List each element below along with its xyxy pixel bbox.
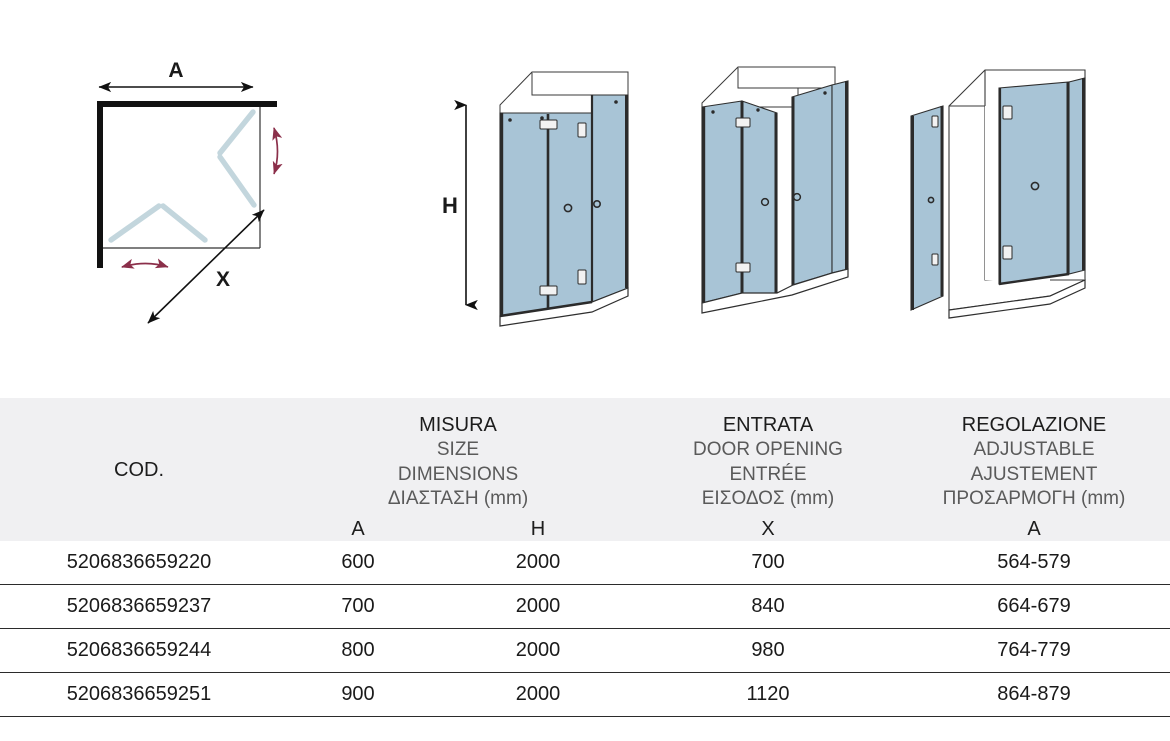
header-size-line-3: DIMENSIONS xyxy=(397,463,519,485)
plan-walls xyxy=(97,101,277,268)
table-header: COD. MISURA SIZE DIMENSIONS ΔΙΑΣΤΑΣΗ (mm… xyxy=(0,398,1170,542)
cell-h: 2000 xyxy=(438,541,638,586)
plan-swing-arrow-vertical xyxy=(272,127,283,175)
technical-drawings-area: A xyxy=(97,59,1086,327)
header-symbol-h: H xyxy=(438,518,638,542)
cell-a: 800 xyxy=(278,628,438,674)
header-adjust-line-4: ΠΡΟΣΑΡΜΟΓΗ (mm) xyxy=(942,488,1126,510)
shower-tray xyxy=(701,268,849,314)
table-row: 5206836659244 800 2000 980 764-779 xyxy=(0,628,1170,674)
door-hinge-hardware xyxy=(735,117,751,273)
table-body: 5206836659220 600 2000 700 564-579 52068… xyxy=(0,541,1170,718)
enclosure-doors-partially-folded-diagram xyxy=(701,66,849,314)
cell-a: 600 xyxy=(278,541,438,586)
glass-fixing-points xyxy=(711,91,827,114)
door-handle-knobs xyxy=(927,181,1040,204)
fixed-side-panel-left xyxy=(701,100,743,304)
plan-depth-dimension xyxy=(147,209,265,324)
header-entry-group: ENTRATA DOOR OPENING ENTRÉE ΕΙΣΟΔΟΣ (mm) xyxy=(638,398,898,519)
header-size-group: MISURA SIZE DIMENSIONS ΔΙΑΣΤΑΣΗ (mm) xyxy=(278,398,638,519)
header-symbol-a: A xyxy=(278,518,438,542)
cell-reg: 564-579 xyxy=(898,541,1170,586)
cell-x: 700 xyxy=(638,541,898,586)
cell-a: 900 xyxy=(278,672,438,718)
door-frame-posts xyxy=(911,78,1085,310)
cell-a: 700 xyxy=(278,584,438,630)
header-adjust-group: REGOLAZIONE ADJUSTABLE AJUSTEMENT ΠΡΟΣΑΡ… xyxy=(898,398,1170,519)
header-cod-label: COD. xyxy=(114,458,164,481)
cell-h: 2000 xyxy=(438,584,638,630)
header-size-line-4: ΔΙΑΣΤΑΣΗ (mm) xyxy=(387,488,529,510)
door-hinge-hardware xyxy=(931,105,1013,266)
folded-open-leaf-left xyxy=(910,105,944,311)
cell-h: 2000 xyxy=(438,672,638,718)
height-label: H xyxy=(442,193,458,218)
glass-fixing-points xyxy=(508,100,618,122)
header-adjust-line-2: ADJUSTABLE xyxy=(973,439,1095,460)
header-entry-line-2: DOOR OPENING xyxy=(693,439,843,460)
plan-folding-door-bottom xyxy=(108,203,208,243)
door-frame-posts xyxy=(499,95,628,316)
enclosure-doors-closed-diagram: H xyxy=(442,71,629,327)
header-entry-line-1: ENTRATA xyxy=(722,414,814,436)
table-row: 5206836659237 700 2000 840 664-679 xyxy=(0,584,1170,630)
header-symbol-x: X xyxy=(638,518,898,542)
front-glass-panels xyxy=(499,94,629,317)
enclosure-top-perspective xyxy=(499,71,629,114)
cell-reg: 864-879 xyxy=(898,672,1170,718)
door-handle-knobs xyxy=(563,200,602,213)
leaf-bottom-edge xyxy=(998,272,1070,286)
header-adjust-line-1: REGOLAZIONE xyxy=(961,414,1107,436)
door-handle-knobs xyxy=(760,192,802,207)
plan-folding-door-right xyxy=(217,109,257,208)
shower-tray xyxy=(948,279,1086,319)
plan-swing-arrow-horizontal xyxy=(121,258,169,269)
header-size-line-2: SIZE xyxy=(436,439,480,460)
tray-front-edge xyxy=(499,300,593,318)
cell-code: 5206836659244 xyxy=(0,628,278,674)
cell-code: 5206836659237 xyxy=(0,584,278,630)
cell-code: 5206836659220 xyxy=(0,541,278,586)
door-hinge-hardware xyxy=(539,119,587,296)
header-adjust-line-3: AJUSTEMENT xyxy=(970,463,1098,485)
header-entry-line-4: ΕΙΣΟΔΟΣ (mm) xyxy=(701,488,835,510)
cell-h: 2000 xyxy=(438,628,638,674)
cell-reg: 764-779 xyxy=(898,628,1170,674)
plan-depth-label: X xyxy=(216,268,230,291)
door-frame-posts xyxy=(701,81,848,303)
table-row: 5206836659220 600 2000 700 564-579 xyxy=(0,541,1170,586)
cell-code: 5206836659251 xyxy=(0,672,278,718)
header-entry-line-3: ENTRÉE xyxy=(729,463,807,485)
enclosure-doors-fully-folded-diagram xyxy=(910,69,1086,319)
cell-x: 840 xyxy=(638,584,898,630)
header-symbol-row: A H X A xyxy=(0,518,1170,542)
top-plan-view-diagram: A xyxy=(97,59,283,324)
table-row: 5206836659251 900 2000 1120 864-879 xyxy=(0,672,1170,718)
cell-x: 980 xyxy=(638,628,898,674)
folded-door-leaf-b xyxy=(791,84,833,286)
cell-x: 1120 xyxy=(638,672,898,718)
header-symbol-reg: A xyxy=(898,518,1170,542)
cell-reg: 664-679 xyxy=(898,584,1170,630)
header-size-line-1: MISURA xyxy=(419,414,497,436)
header-cod: COD. xyxy=(0,398,278,542)
plan-width-label: A xyxy=(168,59,183,82)
specification-table: COD. MISURA SIZE DIMENSIONS ΔΙΑΣΤΑΣΗ (mm… xyxy=(0,398,1170,718)
